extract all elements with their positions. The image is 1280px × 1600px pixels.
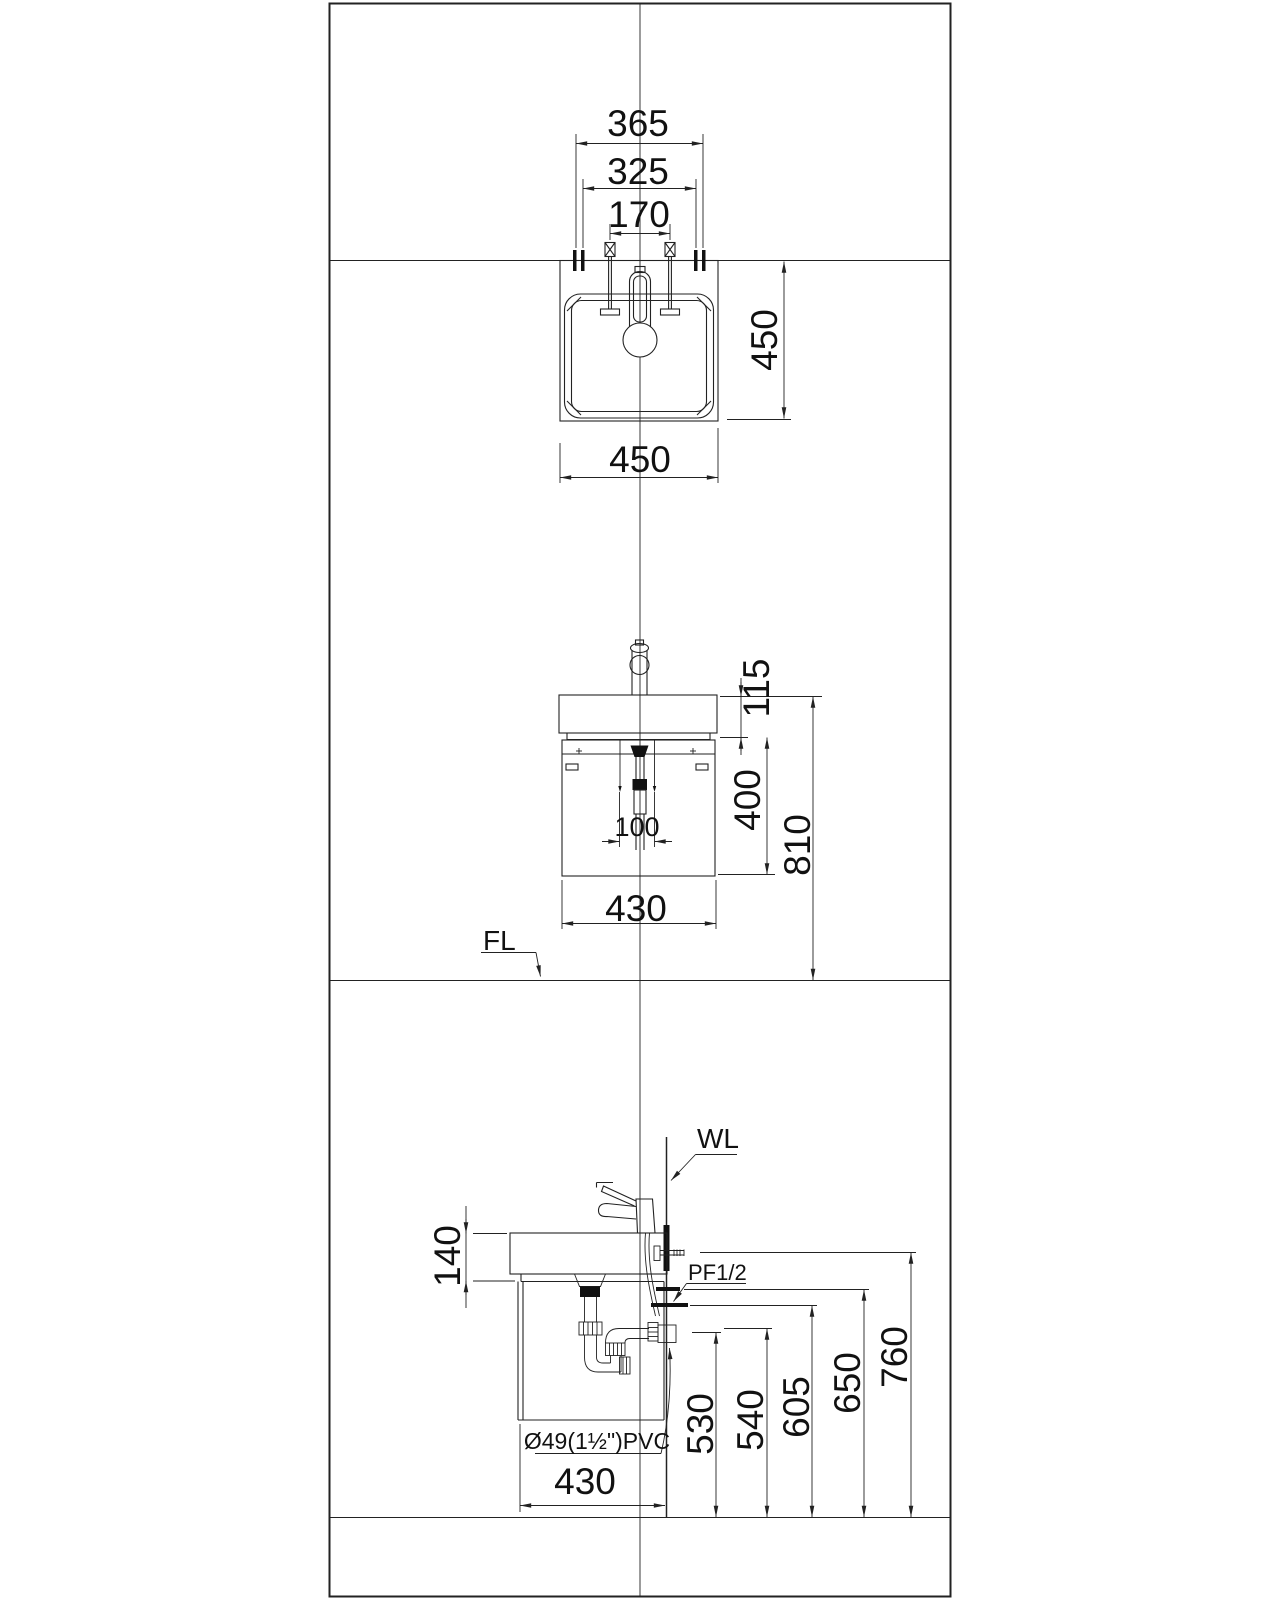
- dim-label-100: 100: [614, 812, 659, 842]
- wall-fixing-marks: [573, 250, 706, 271]
- dim-label-810: 810: [777, 814, 818, 876]
- dim-cabinet-width-front: [561, 880, 717, 929]
- wall-drain-plate: [657, 1324, 677, 1343]
- wall-line-label: WL: [697, 1123, 739, 1154]
- dim-label-140: 140: [427, 1225, 468, 1287]
- faucet-front: [629, 639, 650, 695]
- side-view: [463, 1137, 916, 1518]
- dim-mounting-width: [582, 179, 697, 248]
- dim-label-430-front: 430: [605, 888, 667, 929]
- supply-fittings: [651, 1287, 688, 1307]
- dim-label-760: 760: [874, 1326, 915, 1388]
- dim-depth-side: [519, 1424, 665, 1512]
- cabinet-side: [517, 1274, 665, 1421]
- hanger-bolt: [653, 1245, 685, 1261]
- dim-basin-width-bottom: [559, 428, 719, 483]
- dim-counter-height: [463, 1206, 515, 1308]
- mounting-bolt-left: [599, 241, 621, 316]
- supply-hoses: [644, 1232, 660, 1317]
- faucet-plan: [622, 265, 658, 358]
- drain-front: [630, 745, 649, 850]
- dim-label-650: 650: [827, 1352, 868, 1414]
- pvc-label-leader: [535, 1347, 673, 1454]
- dim-label-400: 400: [727, 769, 768, 831]
- floor-line-label: FL: [483, 925, 516, 956]
- dim-label-530: 530: [680, 1393, 721, 1455]
- counter-apron-front: [566, 733, 711, 741]
- floor-line-leader: [481, 952, 541, 977]
- dim-label-605: 605: [776, 1376, 817, 1438]
- dim-label-325: 325: [607, 151, 669, 192]
- dim-label-365: 365: [607, 103, 669, 144]
- dim-height-760: [700, 1252, 916, 1517]
- dim-height-650: [684, 1289, 869, 1517]
- dim-cabinet-height: [718, 737, 775, 875]
- dim-label-430-side: 430: [554, 1461, 616, 1502]
- hinge-marks: [576, 748, 696, 754]
- sink-outline-plan: [559, 259, 719, 422]
- mounting-bolt-right: [659, 241, 681, 316]
- top-view: [559, 134, 791, 483]
- dim-depth-right: [727, 261, 791, 420]
- drain-pipe-label: Ø49(1½")PVC: [524, 1428, 670, 1454]
- door-handle-left: [565, 763, 579, 771]
- drain-hole-plan: [622, 322, 658, 358]
- popup-rods: [618, 740, 657, 792]
- dim-label-450-width: 450: [609, 439, 671, 480]
- dim-label-170: 170: [608, 194, 670, 235]
- dim-drain-spacing: [602, 792, 672, 847]
- dim-height-530: [692, 1332, 721, 1517]
- dim-hole-spacing: [609, 224, 671, 240]
- labels: 365 325 170 450 450 115 400 810 100 430 …: [427, 103, 915, 1502]
- door-handle-right: [695, 763, 709, 771]
- dim-height-540: [724, 1328, 772, 1517]
- p-trap-side: [573, 1273, 677, 1375]
- dim-label-450-depth: 450: [744, 309, 785, 371]
- faucet-side: [595, 1181, 656, 1234]
- supply-fitting-label: PF1/2: [688, 1260, 747, 1285]
- basin-rim: [563, 293, 715, 419]
- dim-label-540: 540: [730, 1389, 771, 1451]
- dim-label-115: 115: [736, 659, 777, 718]
- dim-overall-width: [575, 134, 704, 248]
- wall-line-leader: [670, 1154, 737, 1181]
- supply-label-leader: [673, 1283, 746, 1302]
- dim-height-605: [690, 1305, 817, 1517]
- cabinet-front: [561, 739, 716, 877]
- dim-basin-height: [720, 678, 822, 755]
- counter-front: [558, 694, 718, 734]
- front-view: [481, 639, 822, 980]
- counter-side: [509, 1232, 668, 1275]
